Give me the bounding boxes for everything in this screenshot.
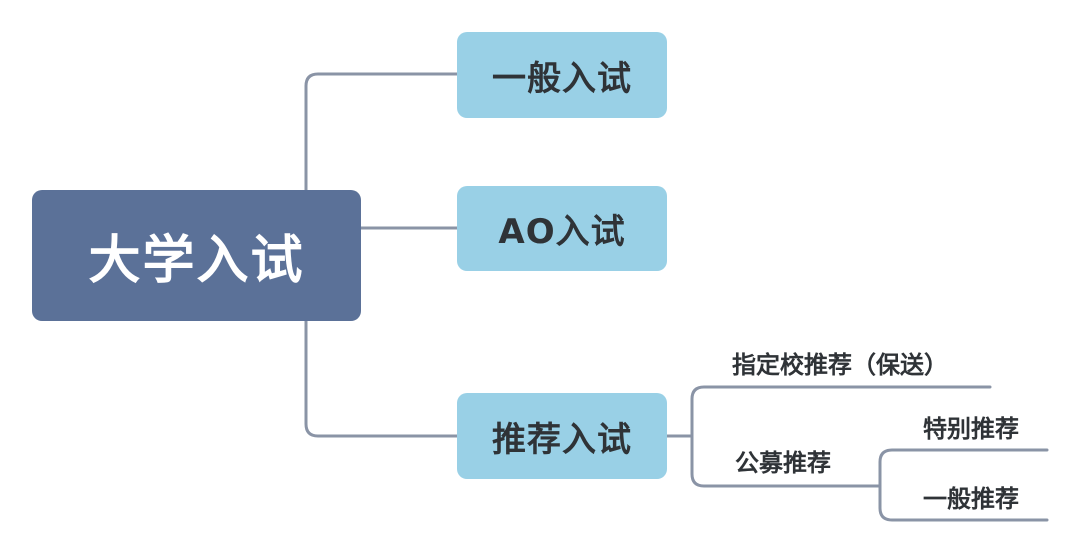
branch-node-ao-exam[interactable]: AO入试 xyxy=(457,186,667,271)
connector-root-to-general-exam xyxy=(304,72,459,192)
branch-node-general-exam[interactable]: 一般入试 xyxy=(457,32,667,118)
branch-node-label: 推荐入试 xyxy=(492,419,632,460)
connector-to-designated-school xyxy=(690,385,992,438)
branch-node-label: AO入试 xyxy=(498,212,626,252)
leaf-special-recommendation[interactable]: 特别推荐 xyxy=(923,415,1019,443)
connector-to-general-recommendation xyxy=(878,484,1049,522)
branch-node-label: 一般入试 xyxy=(492,58,632,99)
connector-to-special-recommendation xyxy=(878,448,1049,488)
branch-node-recommendation-exam[interactable]: 推荐入试 xyxy=(457,393,667,479)
connector-to-public-recruitment xyxy=(690,434,882,488)
leaf-general-recommendation[interactable]: 一般推荐 xyxy=(923,485,1019,513)
root-node-label: 大学入试 xyxy=(88,231,305,291)
connector-root-to-recommendation-exam xyxy=(304,319,459,438)
root-node-university-entrance-exam[interactable]: 大学入试 xyxy=(32,190,361,321)
leaf-public-recruitment-recommendation[interactable]: 公募推荐 xyxy=(735,449,831,477)
leaf-designated-school-recommendation[interactable]: 指定校推荐（保送） xyxy=(732,351,948,379)
